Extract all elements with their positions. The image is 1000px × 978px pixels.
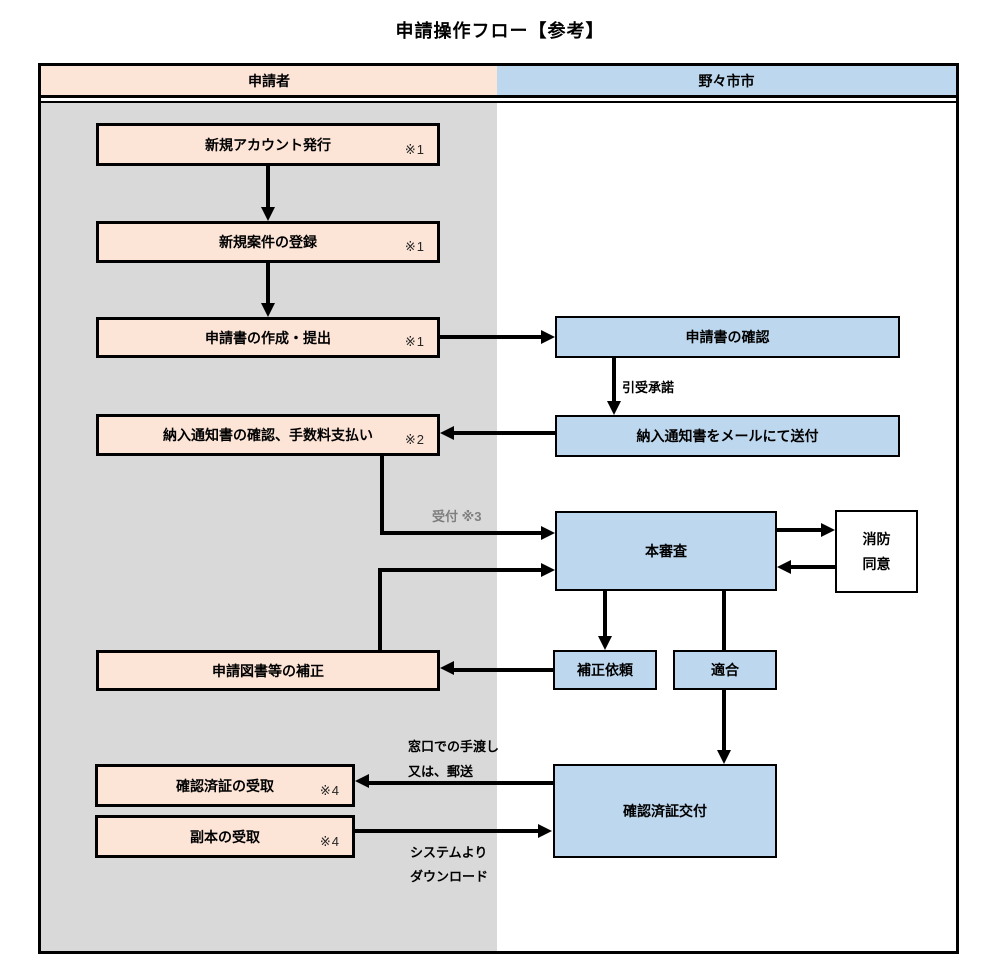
header-separator-line-bottom (41, 101, 956, 103)
header-separator-line-top (41, 95, 956, 98)
box-receive-cert-label: 確認済証の受取 (176, 777, 274, 794)
arrow-request-to-correction-head (440, 661, 454, 675)
box-check-application: 申請書の確認 (555, 316, 900, 358)
arrow-payment-to-exam-head (541, 526, 555, 540)
box-issue-cert: 確認済証交付 (553, 764, 777, 858)
arrow-case-to-create-head (261, 303, 275, 317)
arrow-correction-to-exam-vline (378, 570, 382, 650)
box-new-case: 新規案件の登録 ※1 (96, 221, 440, 263)
connector-exam-to-conformity-line (722, 591, 726, 650)
box-new-account-label: 新規アカウント発行 (205, 136, 331, 153)
arrow-account-to-case-head (261, 207, 275, 221)
arrow-account-to-case-line (266, 166, 270, 207)
arrow-correction-to-exam-head (541, 563, 555, 577)
box-correction-request-label: 補正依頼 (577, 662, 633, 678)
arrow-copy-to-issue-line (355, 829, 538, 833)
box-fire-consent-label-line2: 同意 (862, 555, 891, 572)
arrow-fire-to-exam-line (791, 565, 835, 569)
box-new-account: 新規アカウント発行 ※1 (96, 123, 440, 166)
box-receive-cert-note: ※4 (319, 783, 340, 798)
box-new-case-note: ※1 (404, 239, 425, 254)
box-payment-note: ※2 (404, 432, 425, 447)
box-send-notice-label: 納入通知書をメールにて送付 (636, 428, 819, 444)
box-create-submit-note: ※1 (404, 334, 425, 349)
arrow-conformity-to-issue-line (722, 690, 726, 750)
label-handover-line2: 又は、郵送 (408, 764, 474, 779)
arrow-check-to-send-line (612, 358, 616, 401)
arrow-issue-to-receive-cert-head (355, 774, 369, 788)
arrow-issue-to-receive-cert-line (369, 781, 553, 785)
box-send-notice: 納入通知書をメールにて送付 (555, 415, 900, 457)
arrow-payment-to-exam-vline (380, 456, 384, 535)
label-reception: 受付 ※3 (432, 509, 482, 524)
box-receive-cert: 確認済証の受取 ※4 (95, 764, 355, 807)
label-download-line2: ダウンロード (410, 869, 489, 884)
arrow-send-to-payment-head (440, 426, 454, 440)
arrow-request-to-correction-line (454, 668, 553, 672)
box-conformity-label: 適合 (711, 662, 739, 678)
box-create-submit-label: 申請書の作成・提出 (205, 329, 331, 346)
arrow-exam-to-correction-request-head (598, 636, 612, 650)
box-correction: 申請図書等の補正 (96, 650, 440, 691)
diagram-title: 申請操作フロー【参考】 (395, 21, 605, 41)
arrow-create-to-check-head (541, 330, 555, 344)
column-header-city: 野々市市 (497, 66, 956, 95)
label-download-line1: システムより (410, 845, 488, 860)
arrow-check-to-send-head (607, 401, 621, 415)
arrow-fire-to-exam-head (777, 560, 791, 574)
box-fire-consent-label-line1: 消防 (862, 530, 891, 547)
arrow-exam-to-fire-line (777, 528, 821, 532)
box-examination-label: 本審査 (645, 543, 687, 559)
arrow-copy-to-issue-head (538, 824, 552, 838)
box-receive-copy-note: ※4 (319, 834, 340, 849)
box-create-submit: 申請書の作成・提出 ※1 (96, 317, 440, 358)
box-check-application-label: 申請書の確認 (685, 329, 770, 345)
box-conformity: 適合 (673, 650, 777, 690)
arrow-conformity-to-issue-head (717, 750, 731, 764)
arrow-correction-to-exam-hline (378, 568, 541, 572)
arrow-create-to-check-line (440, 335, 541, 339)
box-correction-request: 補正依頼 (553, 650, 657, 690)
arrow-payment-to-exam-hline (380, 531, 541, 535)
box-correction-label: 申請図書等の補正 (212, 662, 324, 679)
arrow-send-to-payment-line (454, 431, 555, 435)
arrow-exam-to-fire-head (821, 523, 835, 537)
box-fire-consent: 消防 同意 (835, 510, 918, 593)
column-header-applicant: 申請者 (41, 66, 497, 95)
box-examination: 本審査 (555, 511, 777, 591)
box-receive-copy: 副本の受取 ※4 (95, 815, 355, 858)
box-payment-label: 納入通知書の確認、手数料支払い (163, 427, 373, 443)
box-receive-copy-label: 副本の受取 (190, 828, 260, 845)
label-handover-line1: 窓口での手渡し (408, 739, 500, 754)
arrow-exam-to-correction-request-line (603, 591, 607, 636)
box-payment: 納入通知書の確認、手数料支払い ※2 (96, 414, 440, 456)
label-acceptance: 引受承諾 (622, 380, 675, 395)
box-issue-cert-label: 確認済証交付 (623, 803, 707, 819)
arrow-case-to-create-line (266, 262, 270, 303)
box-new-account-note: ※1 (404, 142, 425, 157)
box-new-case-label: 新規案件の登録 (219, 234, 317, 250)
